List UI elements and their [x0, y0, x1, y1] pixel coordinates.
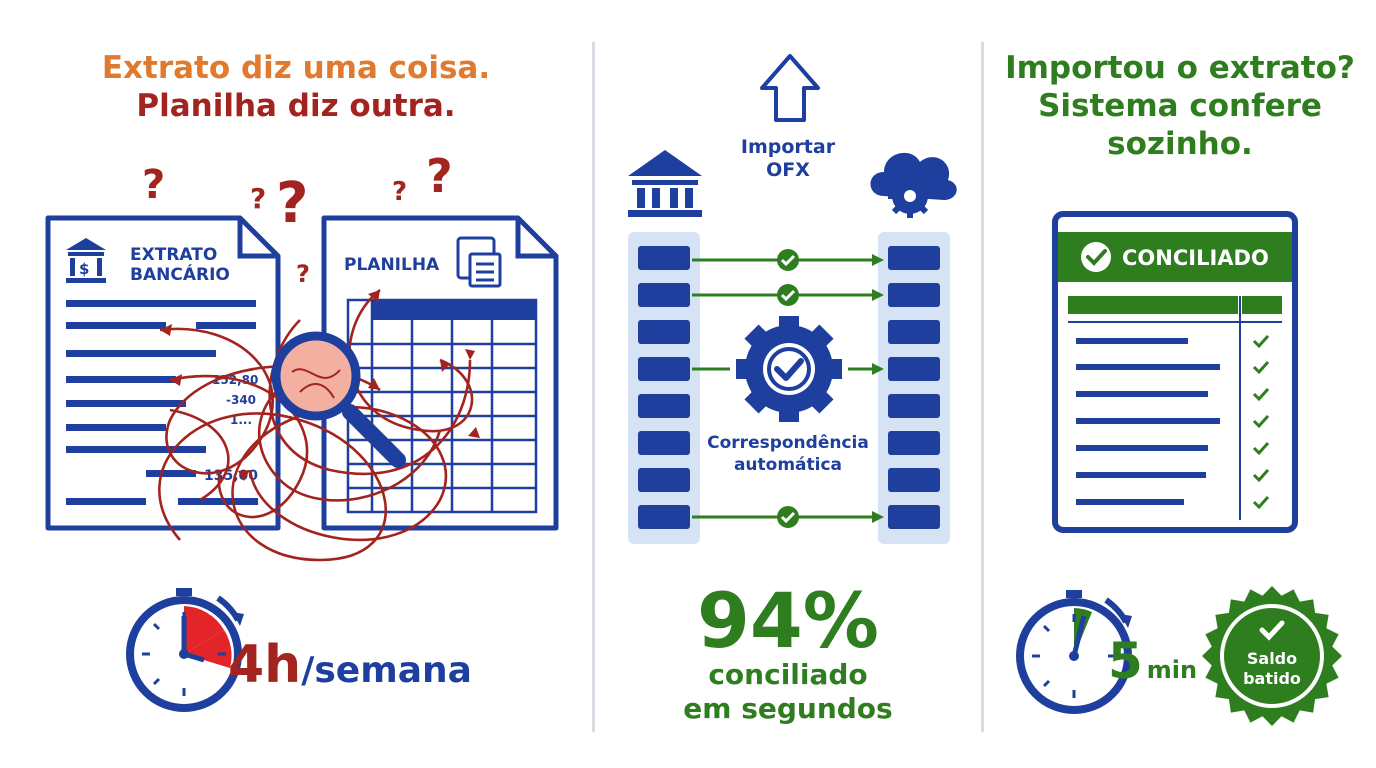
problem-time-unit: /semana: [301, 650, 472, 691]
check-circle-icon: [1081, 242, 1111, 272]
problem-headline-line2: Planilha diz outra.: [136, 88, 456, 124]
solution-illustration: CONCILIADO: [1016, 211, 1342, 726]
gear-check-icon: [736, 316, 842, 422]
percent-value: 94%: [697, 576, 879, 665]
tangled-lines: [158, 288, 474, 562]
import-label-line1: Importar: [740, 136, 836, 158]
problem-illustration: ? ? ? ? ? ? $ EXTRATO BANCÁRIO: [45, 149, 559, 712]
svg-text:?: ?: [276, 171, 308, 236]
divider-right: [981, 42, 984, 732]
bank-icon: $: [66, 238, 106, 283]
import-label: Importar OFX: [721, 136, 855, 182]
match-label-line2: automática: [733, 455, 843, 475]
panel-problem: Extrato diz uma coisa. Planilha diz outr…: [0, 0, 592, 768]
tangle-arrowheads: [160, 290, 480, 481]
percent-caption: conciliado em segundos: [595, 658, 981, 726]
percent-caption-line1: conciliado: [708, 658, 868, 691]
solution-headline-line3: sozinho.: [1107, 126, 1253, 162]
svg-text:?: ?: [392, 177, 407, 207]
statement-lines: [66, 300, 258, 505]
upload-arrow-icon: [760, 54, 820, 122]
problem-time: 4h/semana: [228, 630, 472, 700]
svg-text:?: ?: [250, 182, 266, 215]
left-records: [638, 246, 690, 529]
match-label: Correspondência automática: [691, 432, 885, 476]
bank-icon: [628, 150, 702, 217]
solution-headline-line1: Importou o extrato?: [1005, 50, 1355, 86]
magnifier-icon: [271, 331, 406, 468]
solution-time-value: 5: [1108, 632, 1143, 690]
panel-process: Importar OFX Correspondência automática …: [595, 0, 981, 768]
card-rows: [1076, 338, 1220, 505]
cloud-gear-icon: [870, 152, 957, 218]
stopwatch-icon: [126, 588, 244, 712]
percent-caption-line2: em segundos: [683, 692, 893, 725]
card-header-text: CONCILIADO: [1122, 246, 1269, 270]
check-icon: [1252, 334, 1270, 510]
panel-solution: Importou o extrato? Sistema confere sozi…: [984, 0, 1376, 768]
import-label-line2: OFX: [766, 159, 810, 181]
seal-line2: batido: [1243, 669, 1301, 688]
sheet-title: PLANILHA: [344, 255, 440, 275]
divider-left: [592, 42, 595, 732]
statement-document: $ EXTRATO BANCÁRIO 152,80 -340 1... 135,…: [45, 215, 281, 531]
match-label-line1: Correspondência: [707, 433, 869, 453]
process-illustration: [628, 54, 957, 544]
svg-text:-340: -340: [226, 393, 256, 407]
seal-icon: Saldo batido: [1202, 586, 1342, 726]
calculator-icon: [456, 236, 502, 288]
seal-line1: Saldo: [1247, 649, 1297, 668]
right-records: [888, 246, 940, 529]
svg-text:?: ?: [426, 149, 453, 203]
svg-text:?: ?: [142, 162, 165, 208]
question-mark-icon: ? ? ? ? ? ?: [142, 149, 453, 288]
problem-headline-line1: Extrato diz uma coisa.: [101, 50, 491, 86]
problem-time-value: 4h: [228, 635, 302, 695]
check-icon: [777, 249, 799, 528]
reconciled-card: CONCILIADO: [1052, 211, 1298, 533]
solution-time-unit: min: [1146, 656, 1198, 684]
statement-title-line1: EXTRATO: [130, 245, 217, 265]
solution-headline-line2: Sistema confere: [1038, 88, 1322, 124]
svg-text:$: $: [79, 260, 89, 278]
stopwatch-icon: [1016, 590, 1132, 714]
statement-title-line2: BANCÁRIO: [130, 263, 230, 285]
svg-text:?: ?: [296, 260, 310, 288]
match-arrowheads: [872, 254, 884, 523]
